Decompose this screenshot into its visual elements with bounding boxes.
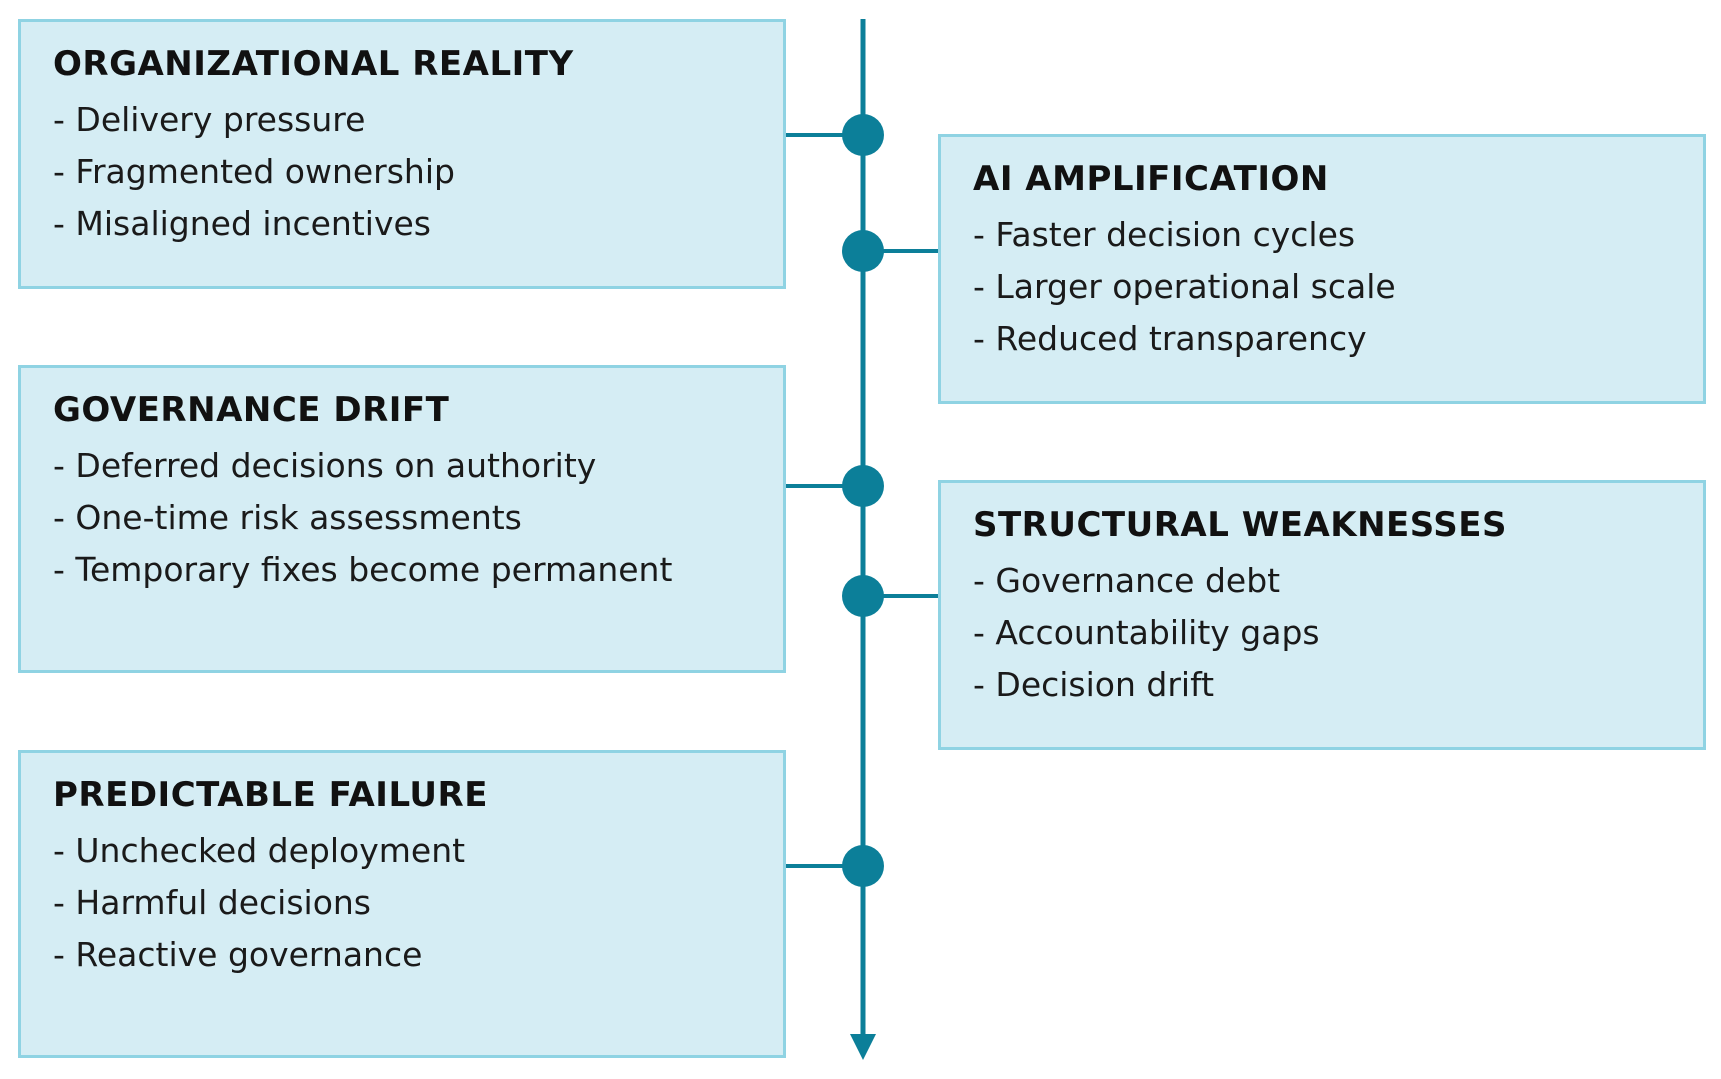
list-item: Deferred decisions on authority — [53, 440, 672, 492]
list-item: Fragmented ownership — [53, 146, 455, 198]
list-item: Reactive governance — [53, 929, 465, 981]
box-item-list: Deferred decisions on authority One-time… — [53, 440, 672, 596]
box-title: PREDICTABLE FAILURE — [53, 775, 488, 815]
box-organizational-reality: ORGANIZATIONAL REALITY Delivery pressure… — [18, 19, 786, 289]
list-item: Larger operational scale — [973, 261, 1395, 313]
list-item: Accountability gaps — [973, 607, 1319, 659]
timeline-node-governance-drift — [842, 465, 884, 507]
box-item-list: Delivery pressure Fragmented ownership M… — [53, 94, 455, 250]
list-item: Decision drift — [973, 659, 1320, 711]
list-item: Temporary fixes become permanent — [53, 544, 672, 596]
box-structural-weaknesses: STRUCTURAL WEAKNESSES Governance debt Ac… — [938, 480, 1706, 750]
list-item: Faster decision cycles — [973, 209, 1396, 261]
list-item: Unchecked deployment — [53, 825, 465, 877]
box-item-list: Faster decision cycles Larger operationa… — [973, 209, 1396, 365]
box-title: AI AMPLIFICATION — [973, 159, 1329, 199]
list-item: Delivery pressure — [53, 94, 455, 146]
box-title: GOVERNANCE DRIFT — [53, 390, 450, 430]
list-item: Harmful decisions — [53, 877, 465, 929]
list-item: Reduced transparency — [973, 313, 1396, 365]
box-predictable-failure: PREDICTABLE FAILURE Unchecked deployment… — [18, 750, 786, 1058]
box-item-list: Unchecked deployment Harmful decisions R… — [53, 825, 465, 981]
box-ai-amplification: AI AMPLIFICATION Faster decision cycles … — [938, 134, 1706, 404]
box-governance-drift: GOVERNANCE DRIFT Deferred decisions on a… — [18, 365, 786, 673]
timeline-node-ai-amplification — [842, 230, 884, 272]
list-item: One-time risk assessments — [53, 492, 672, 544]
list-item: Governance debt — [973, 555, 1320, 607]
timeline-node-structural-weaknesses — [842, 575, 884, 617]
box-item-list: Governance debt Accountability gaps Deci… — [973, 555, 1320, 711]
list-item: Misaligned incentives — [53, 198, 455, 250]
timeline-arrowhead — [850, 1034, 876, 1060]
box-title: STRUCTURAL WEAKNESSES — [973, 505, 1507, 545]
timeline-node-predictable-failure — [842, 845, 884, 887]
timeline-node-organizational-reality — [842, 114, 884, 156]
box-title: ORGANIZATIONAL REALITY — [53, 44, 574, 84]
